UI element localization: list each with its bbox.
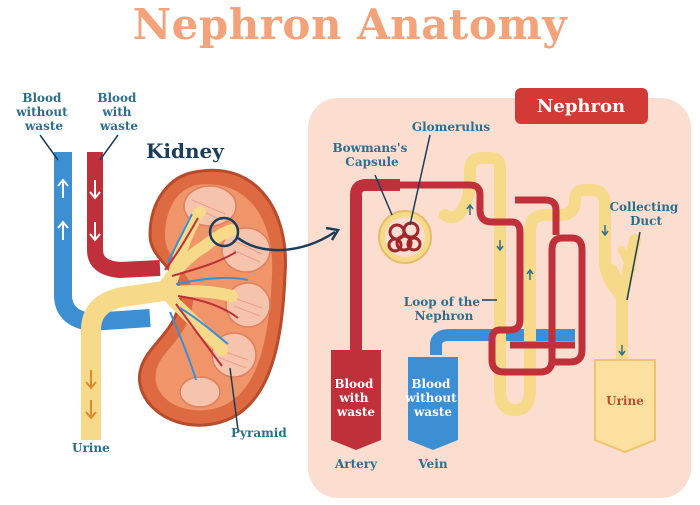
urine-box-label: Urine: [606, 394, 644, 408]
kidney-veins: [167, 213, 249, 381]
vessel-arrows: [57, 178, 101, 242]
vein-label: Vein: [417, 457, 447, 471]
renal-tubule: [439, 152, 628, 417]
nephron-heading-box: [515, 88, 648, 124]
nephron-heading: Nephron: [537, 96, 625, 117]
kidney-arteries: [164, 217, 239, 367]
collecting-duct-label: Collecting Duct: [609, 200, 682, 228]
pyramid-label: Pyramid: [231, 426, 287, 440]
artery-box-label: Blood with waste: [334, 377, 377, 419]
artery-box: [331, 350, 381, 450]
zoom-arrow: [237, 230, 336, 252]
pointer-pyramid: [229, 367, 239, 431]
peritubular-capillaries: [400, 181, 586, 376]
ureter: [81, 280, 172, 440]
glomerulus-label: Glomerulus: [412, 120, 490, 134]
page-title: Nephron Anatomy: [132, 0, 568, 49]
urine-box: [594, 359, 656, 454]
urine-arrows: [85, 370, 97, 420]
nephron-vein: [430, 329, 575, 355]
renal-artery: [87, 152, 161, 279]
pointer-bowmans: [374, 174, 393, 216]
pointer-blood-without: [39, 134, 59, 161]
bowmans-capsule-label: Bowmans's Capsule: [332, 141, 411, 169]
glomerulus: [387, 221, 422, 253]
afferent-arteriole: [350, 179, 400, 350]
pointer-blood-with: [99, 134, 119, 161]
loop-of-nephron-label: Loop of the Nephron: [404, 295, 484, 323]
vein-box-label: Blood without waste: [404, 377, 461, 419]
blood-without-waste-label: Blood without waste: [15, 91, 72, 133]
kidney-heading: Kidney: [146, 139, 225, 163]
blood-with-waste-label: Blood with waste: [97, 91, 140, 133]
artery-label: Artery: [334, 457, 378, 471]
urine-label-left: Urine: [72, 441, 110, 455]
pyramid-striations: [191, 199, 263, 369]
zoom-arrow-head: [325, 226, 341, 241]
tubule-arrows: [466, 203, 626, 357]
magnifier-circle: [208, 216, 240, 248]
renal-pelvis: [159, 206, 238, 356]
pointer-collecting-duct: [626, 231, 641, 301]
pointer-glomerulus: [409, 134, 431, 226]
vein-box: [408, 357, 458, 450]
